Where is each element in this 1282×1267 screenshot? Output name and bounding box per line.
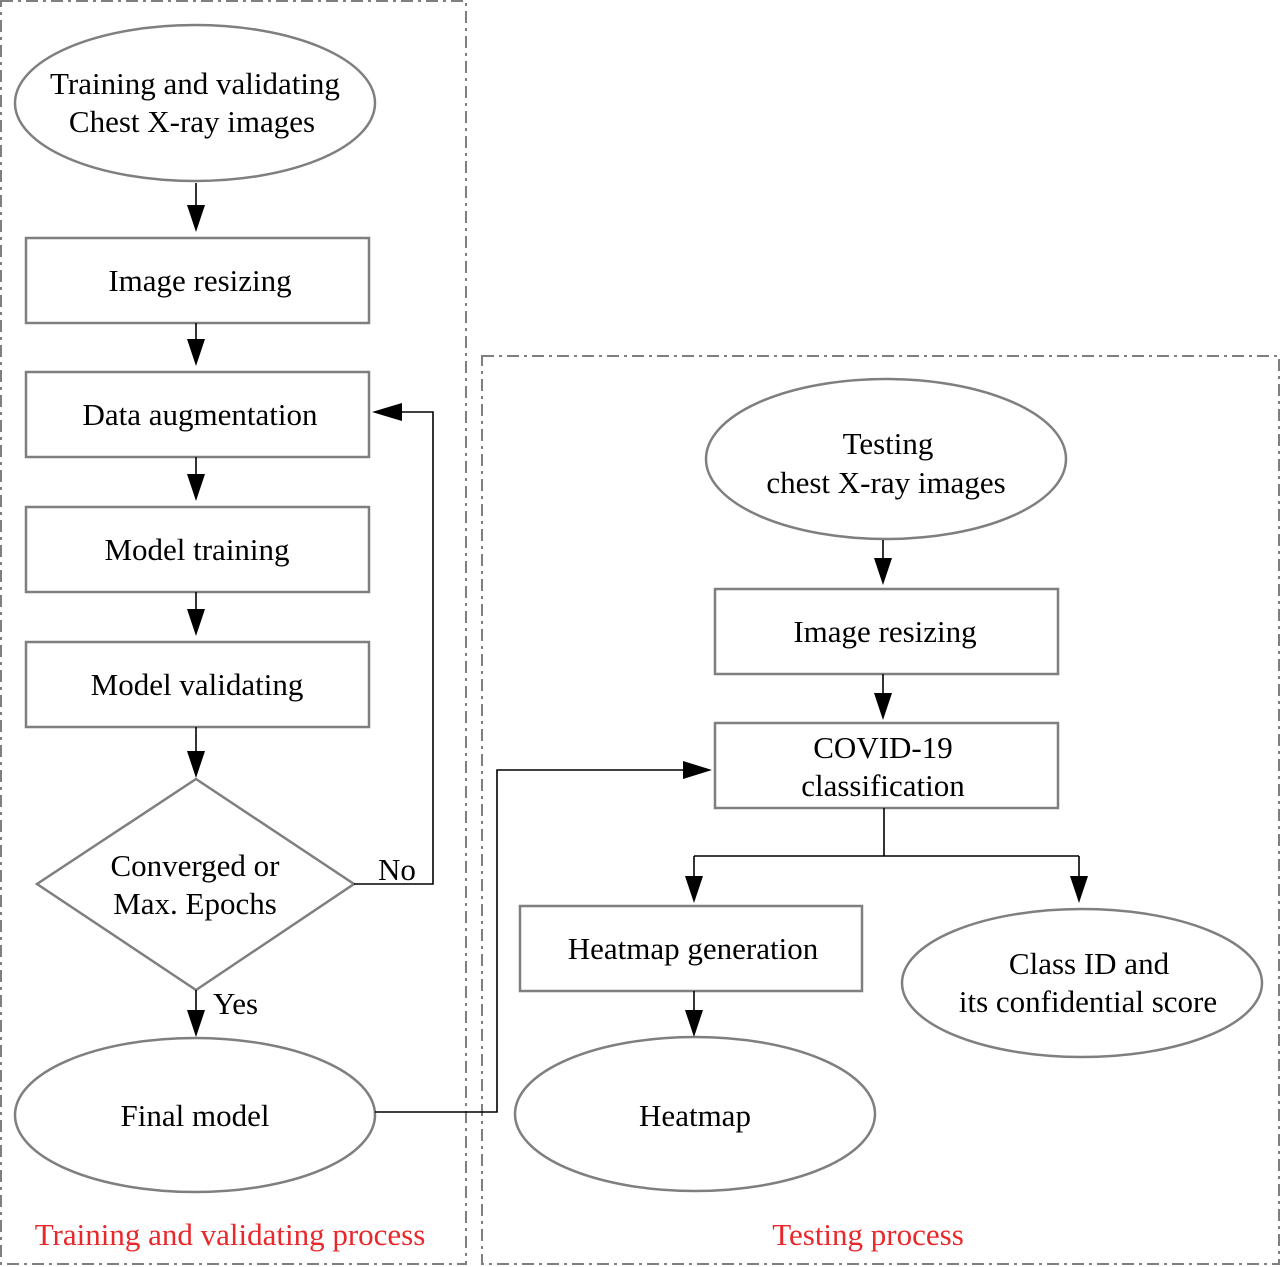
decision-node <box>34 777 357 992</box>
arrowhead-resize-augment <box>187 339 205 366</box>
arrowhead-heatgen-heatmap <box>685 1010 703 1037</box>
classification-node <box>713 721 1060 810</box>
arrowhead-decision-final <box>187 1010 205 1037</box>
arrowhead-input-resize <box>187 205 205 232</box>
classification-line2: classification <box>801 768 965 803</box>
augmentation-label: Data augmentation <box>83 397 318 432</box>
class-id-line2: its confidential score <box>959 984 1217 1019</box>
yes-label: Yes <box>213 986 258 1021</box>
testing-resize-label: Image resizing <box>793 614 976 649</box>
classification-line1: COVID-19 <box>813 730 953 765</box>
connector-final-classify <box>375 769 683 1113</box>
training-panel-label: Training and validating process <box>35 1217 426 1252</box>
testing-input-line2: chest X-ray images <box>766 465 1005 500</box>
model-training-node <box>24 505 371 594</box>
training-input-line2: Chest X-ray images <box>69 104 315 139</box>
arrowhead-validate-decision <box>187 751 205 778</box>
heatmap-label: Heatmap <box>639 1098 751 1133</box>
arrowhead-tresize-classify <box>874 693 892 720</box>
model-validating-node <box>24 640 371 729</box>
augmentation-node <box>24 370 371 459</box>
heatmap-node <box>513 1035 877 1193</box>
training-resize-label: Image resizing <box>108 263 291 298</box>
arrowhead-split-classid <box>1070 876 1088 903</box>
arrowhead-split-heatgen <box>685 876 703 903</box>
training-resize-node <box>24 236 371 325</box>
testing-panel <box>481 355 1280 1265</box>
class-id-node <box>900 907 1264 1059</box>
class-id-line1: Class ID and <box>1009 946 1170 981</box>
testing-resize-node <box>713 587 1060 676</box>
arrowhead-final-classify <box>683 761 712 779</box>
heatmap-generation-node <box>518 904 864 993</box>
model-training-label: Model training <box>104 532 289 567</box>
training-input-node <box>13 23 377 183</box>
arrowhead-tinput-resize <box>874 558 892 585</box>
model-validating-label: Model validating <box>91 667 304 702</box>
arrowhead-no-loop <box>372 403 402 421</box>
testing-input-line1: Testing <box>843 426 934 461</box>
testing-input-node <box>704 377 1068 541</box>
arrowhead-augment-train <box>187 474 205 501</box>
testing-panel-label: Testing process <box>772 1217 964 1252</box>
arrowhead-train-validate <box>187 609 205 636</box>
connector-no-loop <box>354 411 434 885</box>
no-label: No <box>378 852 416 887</box>
training-panel <box>0 0 467 1265</box>
final-model-node <box>13 1036 377 1194</box>
training-input-line1: Training and validating <box>50 66 340 101</box>
decision-line2: Max. Epochs <box>113 886 277 921</box>
heatmap-generation-label: Heatmap generation <box>568 931 819 966</box>
decision-line1: Converged or <box>110 848 280 883</box>
final-model-label: Final model <box>121 1098 270 1133</box>
